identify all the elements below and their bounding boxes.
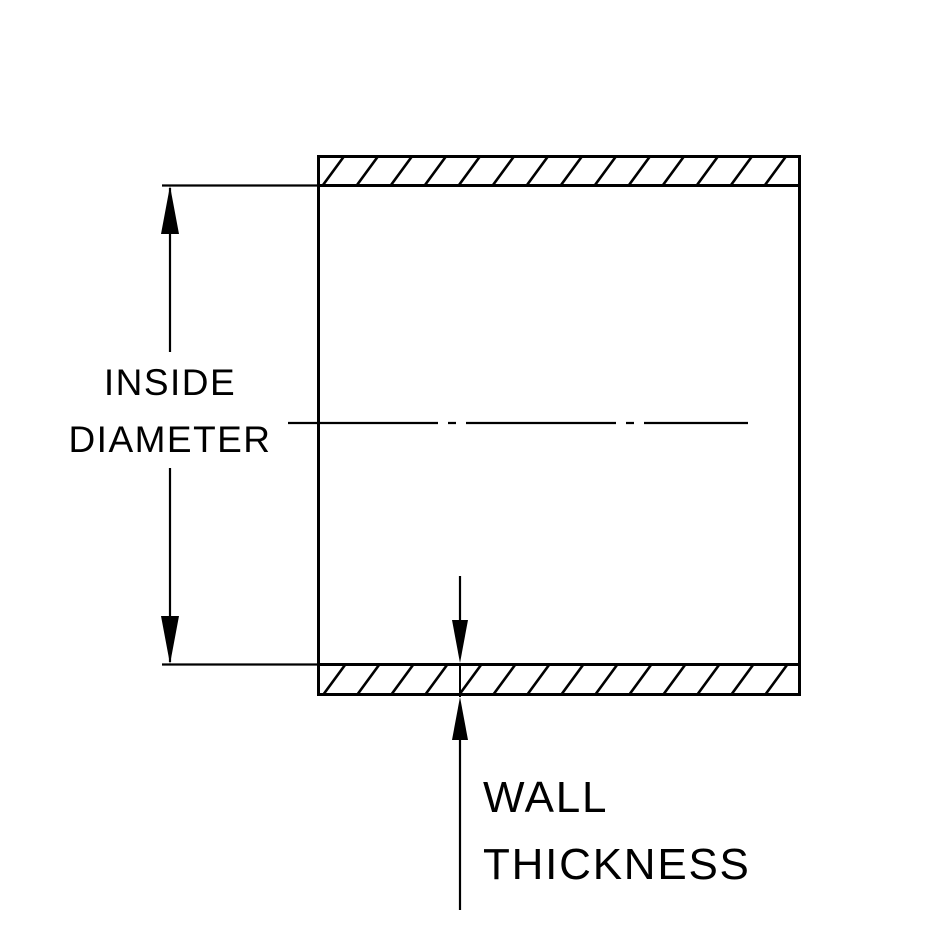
diagram-fills: INSIDE DIAMETER WALL THICKNESS [68,186,751,889]
top-wall-hatch [318,155,800,185]
arrowhead-down-small-icon [452,620,468,663]
diagram-linework [162,155,801,910]
arrowhead-down-icon [161,616,179,664]
wall-thickness-label-line1: WALL [483,773,608,822]
tube-outline [317,155,801,696]
arrowhead-up-small-icon [452,697,468,740]
inside-diameter-label-line1: INSIDE [104,362,236,403]
inside-diameter-label-line2: DIAMETER [68,419,271,460]
arrowhead-up-icon [161,186,179,234]
bottom-wall-hatch [318,665,800,695]
wall-thickness-label-line2: THICKNESS [483,840,751,889]
